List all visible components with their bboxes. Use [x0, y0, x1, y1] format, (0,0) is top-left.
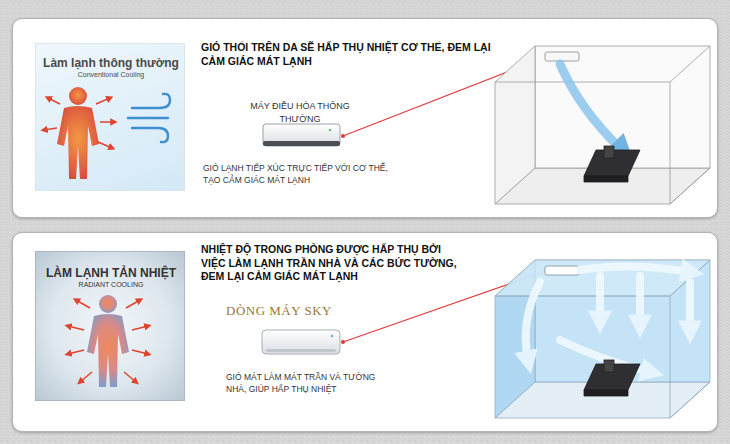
leader-line [341, 56, 545, 344]
series-label: DÒNG MÁY SKY [226, 302, 360, 321]
label-holder: GIÓ LẠNH TIẾP XÚC TRỰC TIẾP VỚI CƠ THỂ, … [203, 162, 388, 187]
label-holder: DÒNG MÁY SKY [226, 302, 360, 321]
air-conditioner-sky [262, 330, 340, 354]
unit-label: MÁY ĐIỀU HÒA THÔNG THƯỜNG [250, 100, 350, 126]
label-holder: MÁY ĐIỀU HÒA THÔNG THƯỜNG [250, 100, 350, 126]
heading-text: Làm lạnh thông thường [36, 56, 186, 70]
warm-person-figure [44, 87, 114, 179]
caption-note: GIÓ LẠNH TIẾP XÚC TRỰC TIẾP VỚI CƠ THỂ, … [203, 162, 388, 187]
heading-text: GIÓ THỔI TRÊN DA SẼ HẤP THỤ NHIỆT CƠ THỂ… [201, 41, 511, 68]
air-conditioner [263, 124, 340, 146]
subtitle-text: Conventional Cooling [36, 71, 186, 79]
panel: GIÓ THỔI TRÊN DA SẼ HẤP THỤ NHIỆT CƠ THỂ… [12, 18, 718, 218]
icon-box: Làm lạnh thông thườngConventional Coolin… [35, 43, 185, 191]
caption-note: GIÓ MÁT LÀM MÁT TRẦN VÀ TƯỜNG NHÀ, GIÚP … [226, 371, 398, 396]
label-holder: GIÓ MÁT LÀM MÁT TRẦN VÀ TƯỜNG NHÀ, GIÚP … [226, 371, 398, 396]
radiant-person-figure [68, 295, 148, 387]
room-radiant [495, 260, 710, 418]
icon-box: LÀM LẠNH TẢN NHIỆTRADIANT COOLING [35, 251, 185, 401]
heading-text: LÀM LẠNH TẢN NHIỆT [36, 266, 186, 280]
room-conventional [495, 46, 710, 204]
subtitle-text: RADIANT COOLING [36, 281, 186, 289]
panel: NHIỆT ĐỘ TRONG PHÒNG ĐƯỢC HẤP THỤ BỞI VI… [12, 232, 718, 432]
heading-text: NHIỆT ĐỘ TRONG PHÒNG ĐƯỢC HẤP THỤ BỞI VI… [201, 243, 466, 284]
wind-symbol [128, 94, 170, 142]
